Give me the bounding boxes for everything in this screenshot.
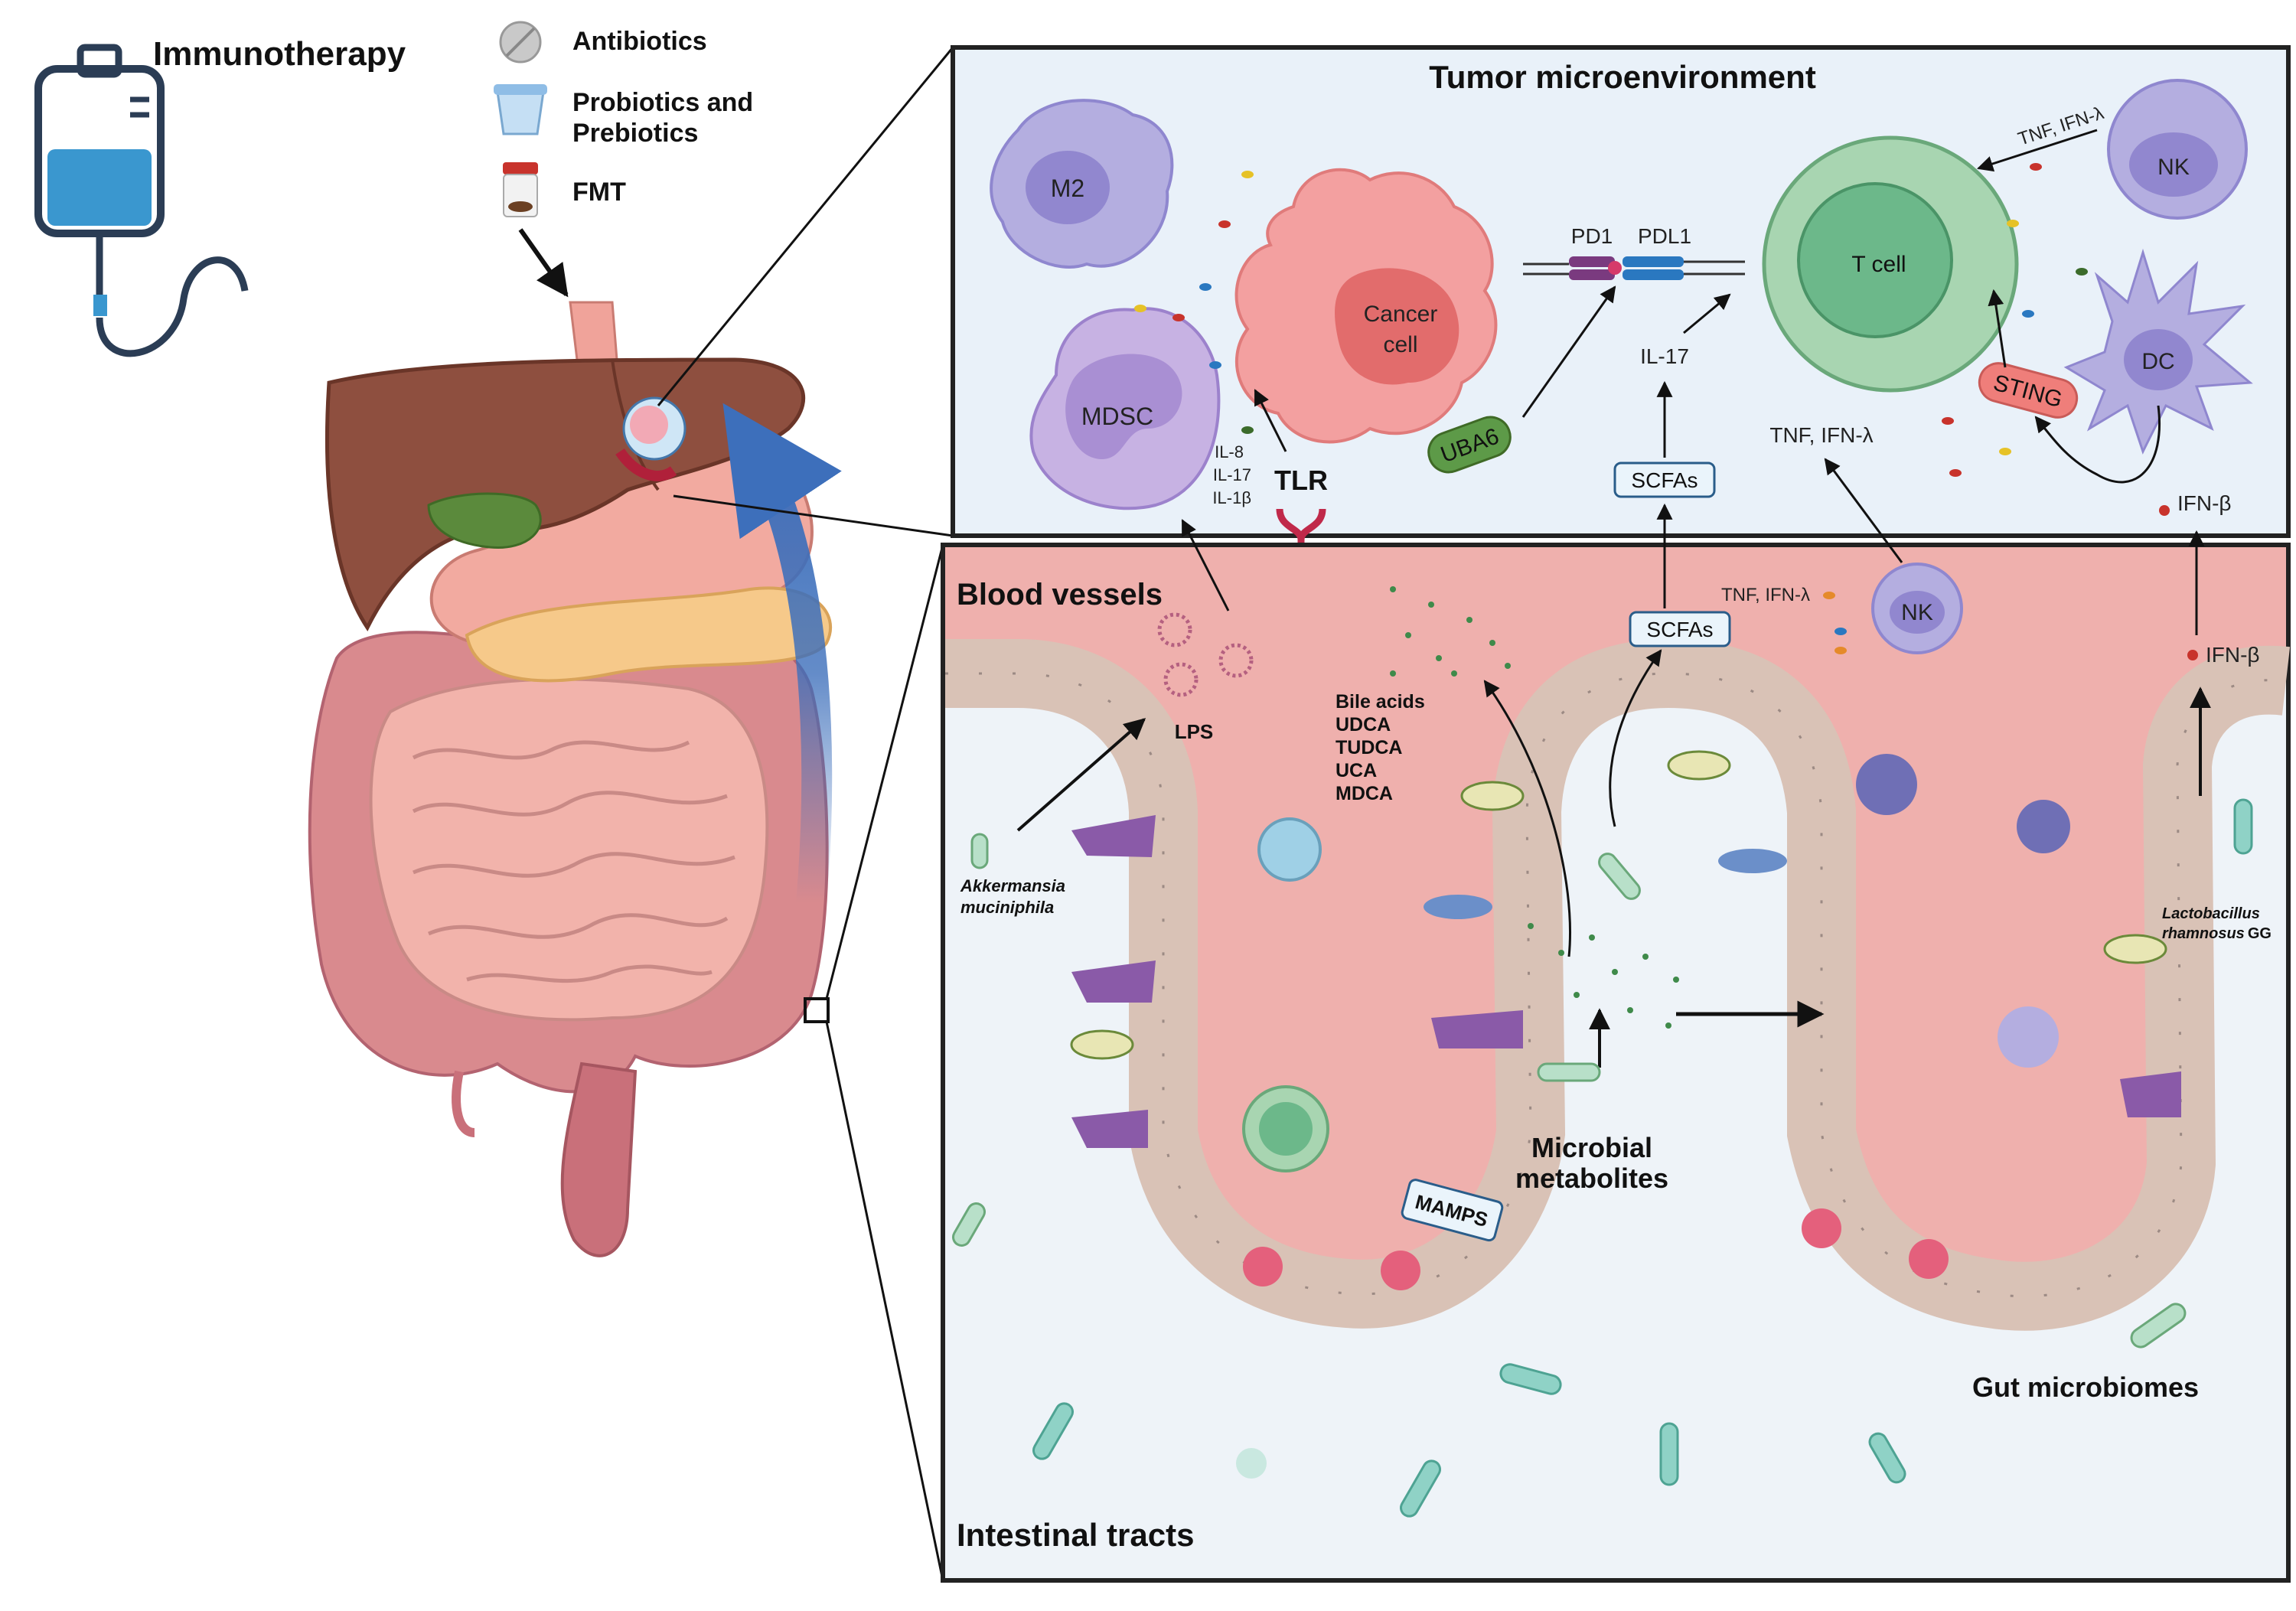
zoom-line: [825, 1021, 944, 1581]
lactobacillus-species: rhamnosus: [2162, 925, 2245, 942]
tme-scfas-box: [1613, 461, 1716, 498]
bile-acid-dots: [1390, 586, 1511, 677]
antibiotics-label: Antibiotics: [572, 27, 707, 56]
iv-bag-icon: [34, 44, 249, 357]
mdsc-cell: MDSC: [1029, 307, 1221, 510]
probiotics-icon: [494, 84, 547, 135]
mamps-box: [1401, 1179, 1504, 1242]
therapy-arrow: [518, 228, 569, 298]
lps-particles: [1157, 612, 1254, 697]
lps-label: LPS: [1175, 720, 1214, 743]
tlr-label: TLR: [1274, 465, 1328, 496]
lactobacillus-label-line1: Lactobacillus: [2162, 905, 2260, 922]
epithelial-cells: [1070, 750, 2181, 1290]
fmt-jar-icon: [503, 162, 538, 217]
tlr-to-mdsc-arrow: [1254, 389, 1287, 452]
mdsc-label: MDSC: [1081, 403, 1153, 430]
cytokine-dots-tme: [1134, 163, 2088, 477]
gut-scfas-label: SCFAs: [1646, 618, 1713, 641]
intestine-zoom-square: [804, 997, 830, 1023]
sting-badge: [1978, 362, 2079, 419]
cytokine-il17: IL-17: [1213, 465, 1251, 484]
cancer-cell: Cancer cell: [1234, 168, 1498, 444]
nk-tme-label: NK: [2157, 155, 2190, 180]
akk-to-lps-arrow: [1016, 718, 1146, 832]
bile-acids-line1: UDCA: [1336, 714, 1391, 735]
microbial-metabolites-line2: metabolites: [1515, 1163, 1668, 1194]
probiotics-label-line2: Prebiotics: [572, 119, 698, 148]
fmt-label: FMT: [572, 178, 626, 207]
tnf-mid-label: TNF, IFN-λ: [1769, 423, 1873, 447]
gut-scfas-box: [1629, 611, 1731, 647]
digestive-system-illustration: [308, 301, 832, 1257]
t-cell: T cell: [1762, 135, 2019, 393]
akkermansia-label-line2: muciniphila: [960, 898, 1054, 917]
intestinal-tracts-label: Intestinal tracts: [957, 1517, 1194, 1553]
uba6-badge: [1427, 416, 1512, 474]
il17-label: IL-17: [1640, 344, 1689, 368]
pd1-pdl1-complex: [1523, 256, 1745, 280]
il17-arrow: [1683, 293, 1731, 334]
cancer-label-line1: Cancer: [1364, 302, 1438, 327]
tcell-label: T cell: [1851, 252, 1906, 277]
gut-microbiomes-label: Gut microbiomes: [1972, 1371, 2199, 1403]
dc-label: DC: [2141, 349, 2174, 374]
lamina-immune-cells: [1242, 754, 2070, 1172]
bile-acids-line4: MDCA: [1336, 783, 1393, 804]
ifnb-gut-dot: [2187, 650, 2198, 660]
akkermansia-label-line1: Akkermansia: [960, 876, 1065, 895]
m2-label: M2: [1051, 174, 1084, 202]
metabolite-to-scfas-arrow: [1609, 649, 1662, 827]
ifnb-gut-label: IFN-β: [2206, 643, 2260, 667]
gut-cytokine-dots: [1823, 592, 1847, 654]
zoom-line: [657, 47, 954, 406]
gut-tnf-label: TNF, IFN-λ: [1721, 585, 1810, 605]
immunotherapy-title: Immunotherapy: [153, 35, 406, 73]
probiotics-label-line1: Probiotics and: [572, 88, 753, 117]
m2-macrophage: M2: [990, 99, 1174, 269]
microbial-metabolites-line1: Microbial: [1531, 1132, 1652, 1163]
metabolite-to-bile-arrow: [1483, 680, 1572, 957]
cancer-label-line2: cell: [1383, 332, 1417, 357]
epithelial-lining: [945, 638, 2291, 1331]
nk-to-tcell-arrow: [1977, 129, 2098, 172]
nk-cell-tme: NK: [2107, 79, 2248, 220]
lactobacillus-strain: GG: [2248, 925, 2272, 942]
pdl1-label: PDL1: [1638, 224, 1691, 248]
uba6-arrow: [1521, 285, 1616, 418]
blood-vessels-label: Blood vessels: [957, 578, 1163, 611]
cytokine-il1b: IL-1β: [1212, 488, 1251, 507]
zoom-line: [673, 494, 954, 537]
ifnb-loop-arrow: [2034, 405, 2161, 484]
tme-title: Tumor microenvironment: [1429, 59, 1816, 95]
bile-acids-line2: TUDCA: [1336, 737, 1403, 758]
bile-acids-line3: UCA: [1336, 760, 1377, 781]
nk-gut-to-tme-arrow: [1824, 458, 1903, 563]
zoom-line: [825, 544, 944, 1000]
gut-to-liver-arrow: [722, 403, 842, 905]
ifnb-tme-label: IFN-β: [2177, 491, 2232, 515]
cytokine-il8: IL-8: [1215, 442, 1244, 461]
tme-scfas-label: SCFAs: [1631, 468, 1698, 492]
gut-bacteria: [952, 798, 2253, 1518]
antibiotics-icon: [499, 21, 542, 64]
ifnb-dot: [2159, 505, 2170, 516]
nk-cell-gut: NK: [1871, 563, 1963, 654]
bile-acids-line0: Bile acids: [1336, 691, 1425, 713]
sting-to-tcell-arrow: [1988, 289, 2007, 368]
lps-to-mdsc-arrow: [1181, 519, 1230, 611]
nk-gut-label: NK: [1901, 600, 1933, 625]
metabolite-dots: [1528, 923, 1679, 1029]
dendritic-cell: DC: [2063, 248, 2253, 455]
pd1-label: PD1: [1571, 224, 1613, 248]
